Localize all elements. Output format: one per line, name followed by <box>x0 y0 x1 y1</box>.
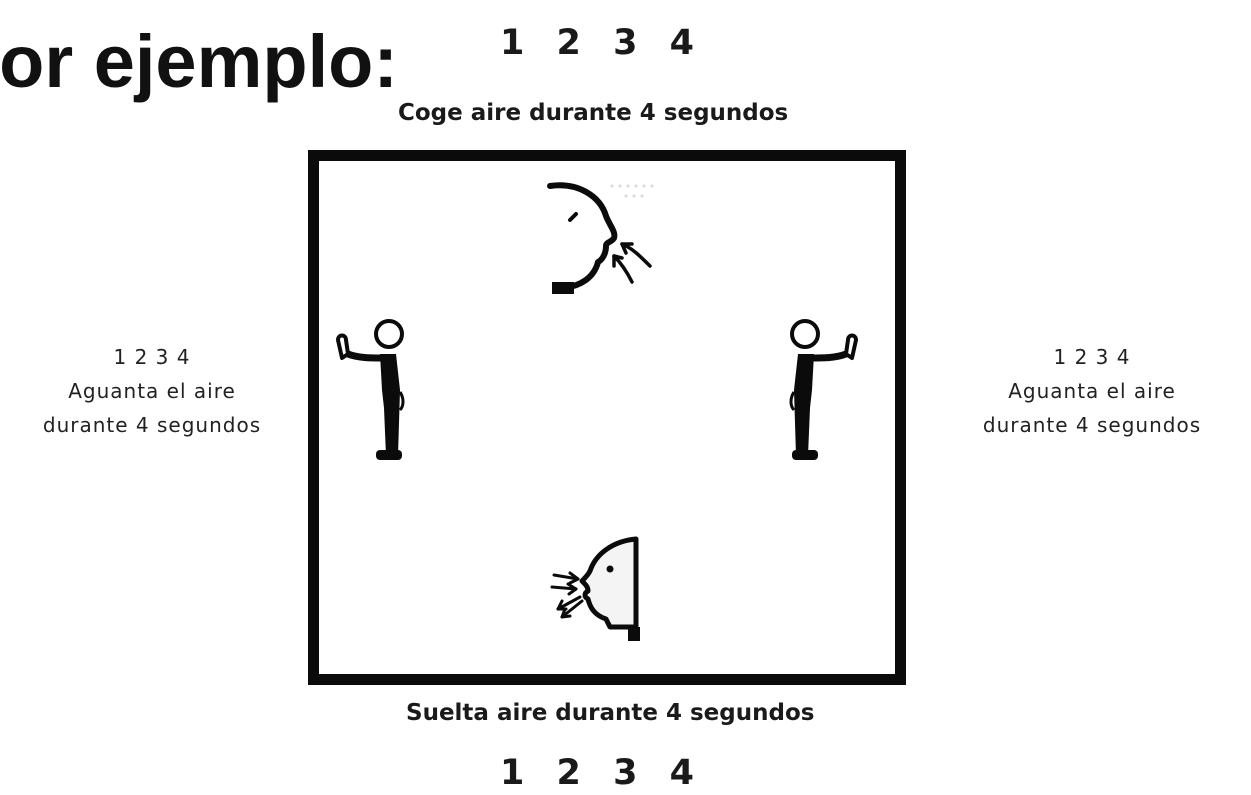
page-title: or ejemplo: <box>0 20 398 103</box>
exhale-face-icon <box>550 536 640 641</box>
left-count: 1 2 3 4 <box>113 345 191 369</box>
stop-hand-person-icon <box>336 319 405 460</box>
inhale-face-icon <box>547 182 654 294</box>
left-line1: Aguanta el aire <box>68 379 236 403</box>
count-bottom: 1 2 3 4 <box>500 753 694 793</box>
bottom-caption: Suelta aire durante 4 segundos <box>406 700 815 726</box>
stop-hand-person-icon <box>789 319 858 460</box>
right-count: 1 2 3 4 <box>1053 345 1131 369</box>
count-top: 1 2 3 4 <box>500 23 694 63</box>
breathing-box <box>308 150 906 685</box>
right-line1: Aguanta el aire <box>1008 379 1176 403</box>
left-line2: durante 4 segundos <box>42 413 262 437</box>
top-caption: Coge aire durante 4 segundos <box>398 100 789 126</box>
left-label: 1 2 3 4 Aguanta el aire durante 4 segund… <box>2 340 302 442</box>
right-line2: durante 4 segundos <box>982 413 1202 437</box>
right-label: 1 2 3 4 Aguanta el aire durante 4 segund… <box>942 340 1242 442</box>
